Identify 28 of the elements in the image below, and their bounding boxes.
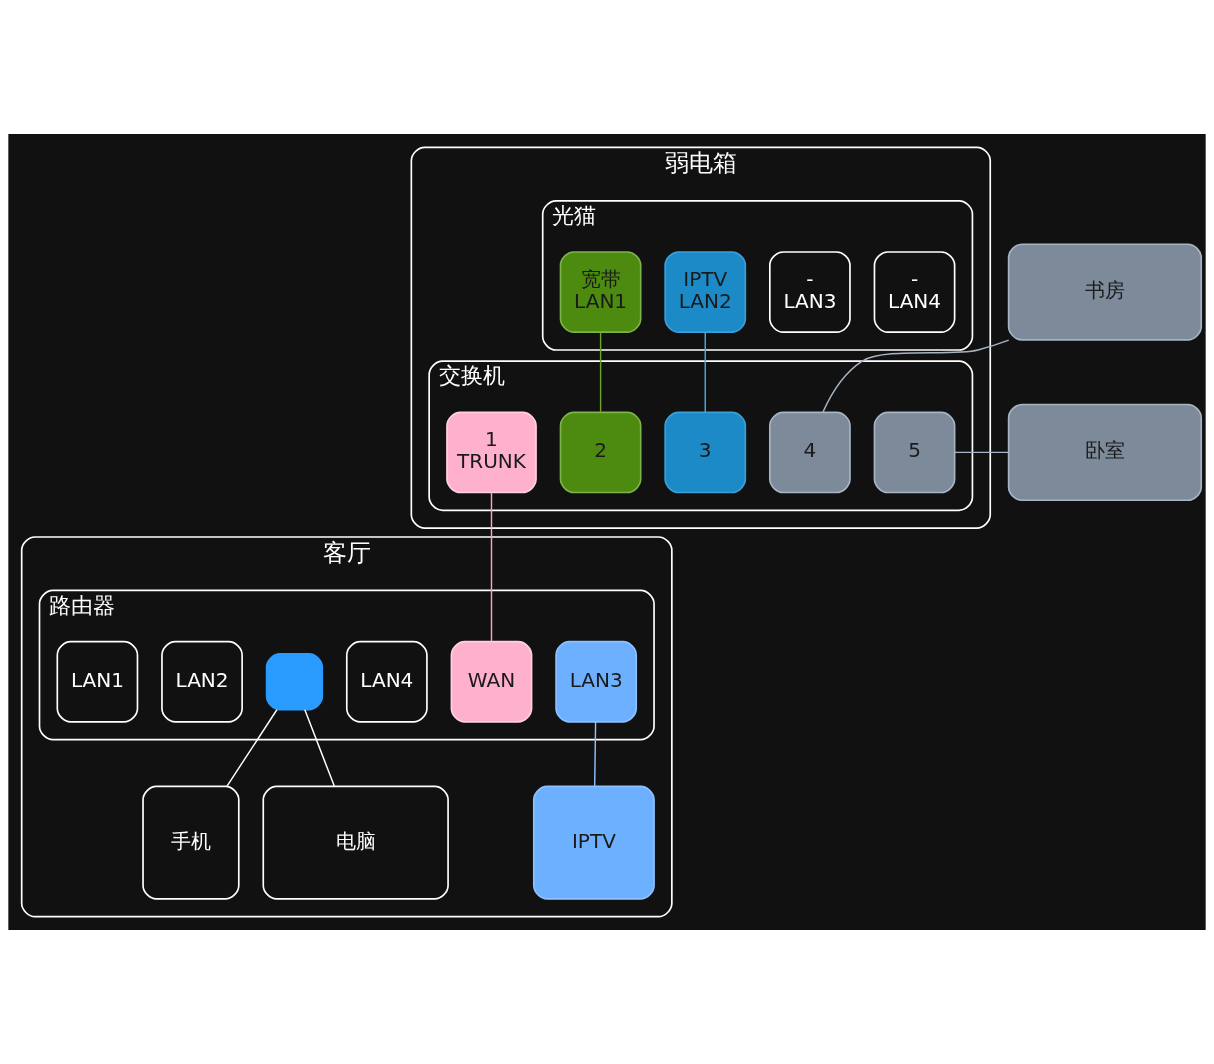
connector [704, 331, 706, 413]
connector [593, 721, 597, 787]
node-box: 2 [559, 411, 642, 494]
node-box [265, 653, 324, 711]
connector [226, 709, 278, 787]
node-box: LAN3 [555, 640, 638, 723]
node-box: 书房 [1007, 243, 1203, 341]
connector [490, 491, 493, 643]
node-box: IPTV LAN2 [664, 251, 747, 333]
node-box: 手机 [142, 785, 240, 900]
node-box: 电脑 [262, 785, 449, 900]
node-box: WAN [450, 640, 533, 723]
node-box: 3 [664, 411, 747, 494]
node-box: 4 [769, 411, 851, 494]
node-box: - LAN3 [769, 251, 851, 333]
node-box: 5 [873, 411, 956, 494]
connector [822, 339, 1010, 413]
node-box: IPTV [532, 785, 655, 900]
connector [953, 451, 1010, 454]
node-box: 卧室 [1007, 403, 1203, 502]
connector [304, 709, 336, 787]
node-box: LAN4 [345, 640, 428, 723]
node-box: LAN1 [56, 640, 139, 723]
node-box: 宽带 LAN1 [559, 251, 642, 333]
node-box: - LAN4 [873, 251, 956, 333]
node-box: LAN2 [161, 640, 243, 723]
node-box: 1 TRUNK [446, 411, 537, 494]
connector [599, 331, 602, 413]
